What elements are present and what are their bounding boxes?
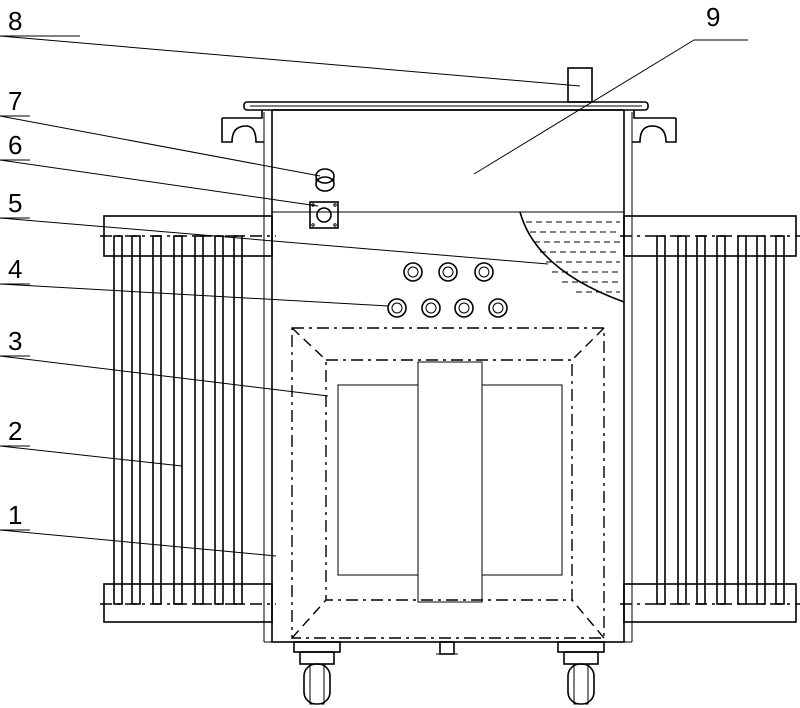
wheel-left: [294, 642, 340, 704]
wheel-right: [558, 642, 604, 704]
lifting-lug-right: [632, 110, 676, 142]
part-labels: 8 7 6 5 4 3 2 1 9: [8, 2, 720, 530]
radiator-right-fins: [657, 236, 784, 604]
transformer-core-hidden: [292, 328, 604, 638]
label-6: 6: [8, 130, 22, 160]
label-9: 9: [706, 2, 720, 32]
label-4: 4: [8, 254, 22, 284]
drain-plug: [436, 642, 458, 654]
label-3: 3: [8, 326, 22, 356]
radiator-right: [620, 216, 800, 622]
oil-level-dashes: [526, 222, 620, 292]
lifting-lug-left: [222, 110, 264, 142]
label-7: 7: [8, 86, 22, 116]
label-5: 5: [8, 188, 22, 218]
tank-lid: [244, 102, 648, 110]
leader-lines: [0, 36, 748, 556]
label-1: 1: [8, 500, 22, 530]
label-8: 8: [8, 6, 22, 36]
oil-conservator-region: [520, 212, 624, 302]
bushing-holes: [388, 263, 507, 317]
oil-gauge-fitting: [316, 169, 334, 191]
label-2: 2: [8, 416, 22, 446]
radiator-left: [100, 216, 276, 622]
